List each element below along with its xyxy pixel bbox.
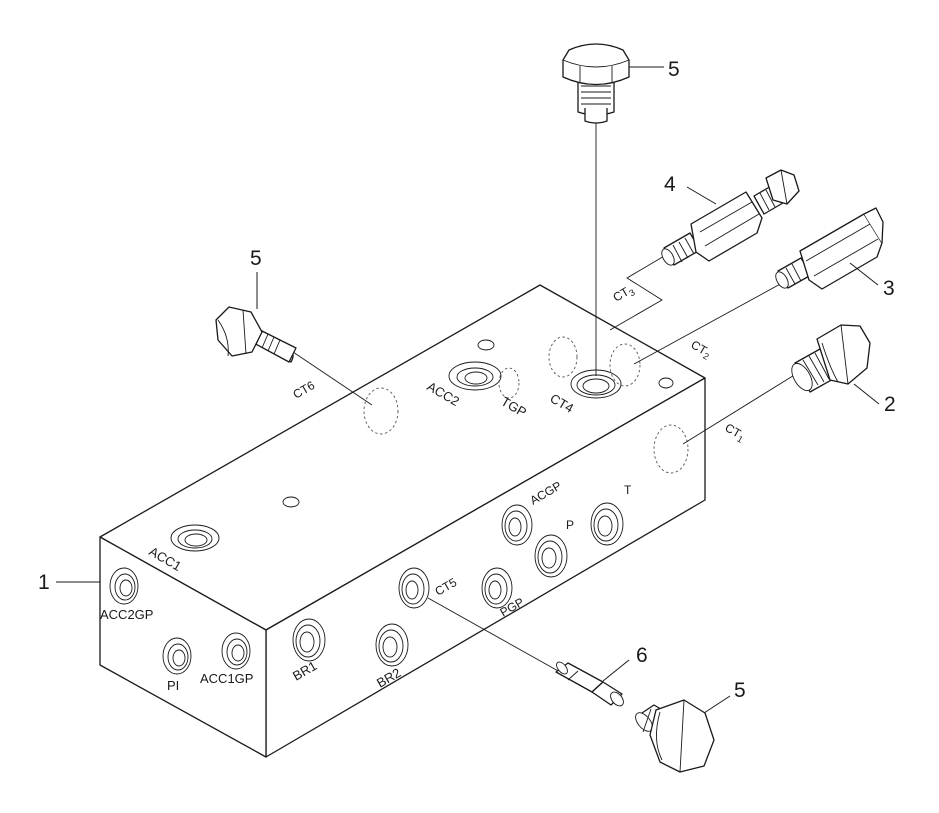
label-ct6: CT6 [291,378,318,402]
plug-ct5 [635,699,715,773]
svg-text:CT1: CT1 [722,420,748,444]
front-face-ports [292,424,689,667]
small-hole-back [477,339,495,351]
label-p: P [566,518,574,532]
valve-item-4 [661,169,800,266]
svg-text:CT2: CT2 [688,337,714,361]
small-hole-right [658,377,674,389]
label-ct2: CT2 [688,337,714,361]
pi-port [162,637,192,675]
leader-lines [56,66,880,714]
label-ct1: CT1 [722,420,748,444]
small-hole-front [282,496,300,508]
ct6-port-hidden [363,387,399,435]
plug-item-2 [791,324,871,393]
ct4-port [570,369,622,399]
ct1-port-hidden [653,424,689,474]
label-ct2-sub: 2 [701,351,710,362]
ct5-port [398,567,430,609]
label-t: T [624,483,632,497]
label-acc2gp: ACC2GP [100,607,153,622]
left-face-ports [109,567,251,675]
br2-port [375,623,409,667]
acc2-port [448,361,502,391]
br1-port [292,618,326,662]
acc1-port [170,524,220,552]
top-face-ports [170,336,674,552]
label-pi: PI [167,678,179,693]
callout-1: 1 [38,571,50,594]
acc2gp-port [109,567,139,605]
plug-ct6 [215,306,297,363]
assembly-centerlines [292,118,797,673]
callout-labels: 5 4 3 2 5 1 6 5 [38,58,896,702]
label-ct1-sub: 1 [735,434,744,445]
pgp-port [481,567,513,609]
label-ct3-main: CT [611,284,632,304]
t-port [590,502,624,546]
pin-item-6 [555,661,624,707]
label-ct3: CT3 [611,282,637,306]
p-port [534,534,568,578]
valve-item-3 [775,207,884,290]
ct2-port-hidden [609,343,641,387]
callout-2: 2 [884,393,896,416]
acgp-port [501,504,533,546]
ct3-port-hidden [548,336,578,378]
callout-5-left: 5 [250,247,262,270]
tgp-port-hidden [498,367,520,399]
top-plug [562,43,630,124]
callout-5-top: 5 [668,58,680,81]
callout-4: 4 [664,173,676,196]
callout-6: 6 [636,644,648,667]
callout-5-bottom: 5 [734,679,746,702]
label-ct3-sub: 3 [627,287,636,298]
callout-3: 3 [883,277,895,300]
svg-text:CT3: CT3 [611,282,637,306]
label-acc1gp: ACC1GP [200,671,253,686]
acc1gp-port [221,632,251,670]
